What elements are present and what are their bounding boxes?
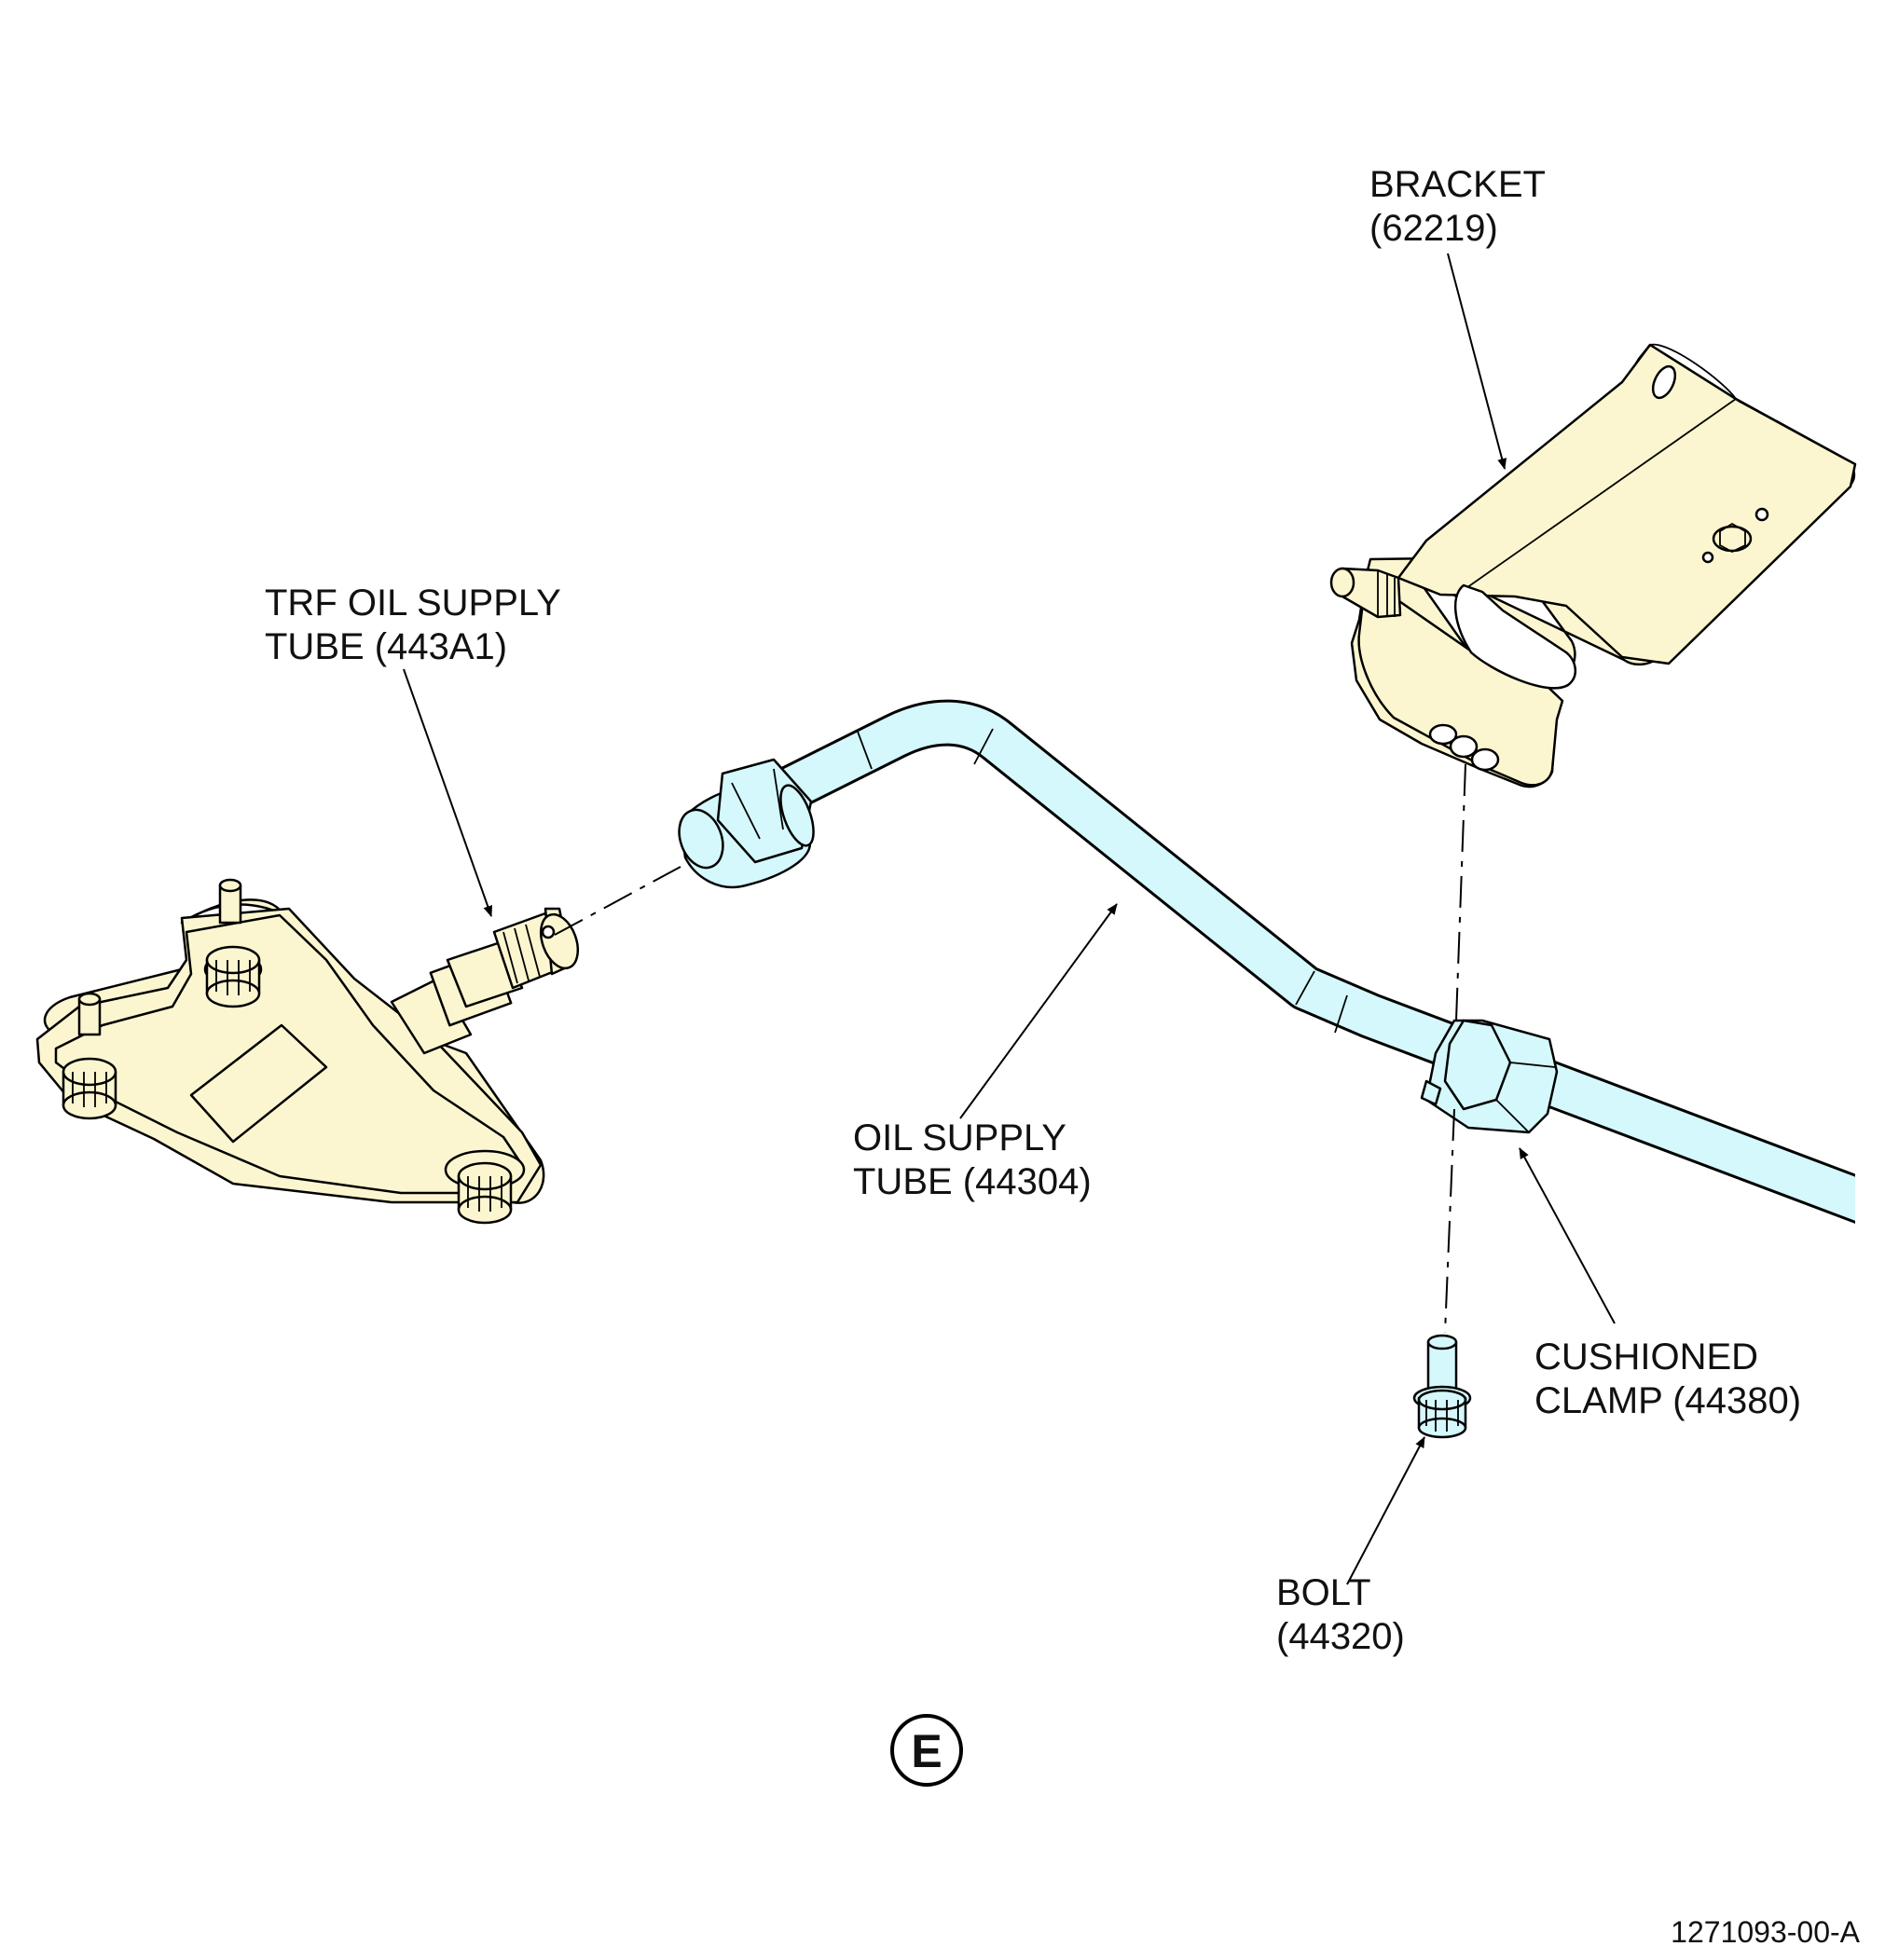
bolt-label-line2: (44320): [1276, 1616, 1405, 1657]
bracket-label-line2: (62219): [1369, 208, 1498, 249]
trf-tube-label: TRF OIL SUPPLY TUBE (443A1): [265, 583, 561, 667]
housing-nut-2: [62, 1057, 117, 1120]
clamp-label-line1: CUSHIONED: [1534, 1336, 1758, 1377]
trf-tube-label-line1: TRF OIL SUPPLY: [265, 583, 561, 624]
tube-nut: [678, 758, 815, 889]
bolt-leader: [1346, 1436, 1425, 1585]
bracket-part: [1329, 343, 1857, 788]
view-marker-circle: [890, 1714, 963, 1787]
trf-tube-housing: [35, 878, 580, 1225]
housing-stud-1: [218, 878, 242, 925]
alignment-line-bracket-clamp: [1455, 763, 1466, 1021]
housing-stud-2: [77, 992, 102, 1036]
bracket-label: BRACKET (62219): [1369, 164, 1546, 249]
oil-supply-tube: [678, 699, 1885, 1249]
clamp-label: CUSHIONED CLAMP (44380): [1534, 1336, 1801, 1421]
oil-tube-label-line2: TUBE (44304): [853, 1161, 1092, 1202]
reference-number: 1271093-00-A: [1671, 1915, 1860, 1949]
bolt-label: BOLT (44320): [1276, 1572, 1405, 1657]
trf-tube-leader: [403, 668, 493, 917]
bolt-part: [1412, 1334, 1472, 1439]
bolt-label-line1: BOLT: [1276, 1572, 1371, 1613]
oil-tube-label: OIL SUPPLY TUBE (44304): [853, 1117, 1092, 1202]
alignment-line-clamp-bolt: [1444, 1108, 1455, 1334]
view-marker-letter: E: [911, 1725, 942, 1777]
housing-nut-3: [444, 1149, 526, 1225]
housing-nut-1: [203, 945, 263, 1008]
oil-tube-leader: [959, 903, 1118, 1119]
clamp-leader: [1519, 1147, 1616, 1324]
cushioned-clamp: [1420, 1019, 1559, 1134]
clamp-label-line2: CLAMP (44380): [1534, 1380, 1801, 1421]
alignment-line-fitting: [554, 866, 681, 936]
oil-tube-label-line1: OIL SUPPLY: [853, 1117, 1066, 1158]
bracket-leader: [1447, 253, 1507, 470]
trf-fitting: [390, 907, 580, 1055]
view-marker: E: [890, 1714, 963, 1787]
trf-tube-label-line2: TUBE (443A1): [265, 626, 507, 667]
bracket-label-line1: BRACKET: [1369, 164, 1546, 205]
